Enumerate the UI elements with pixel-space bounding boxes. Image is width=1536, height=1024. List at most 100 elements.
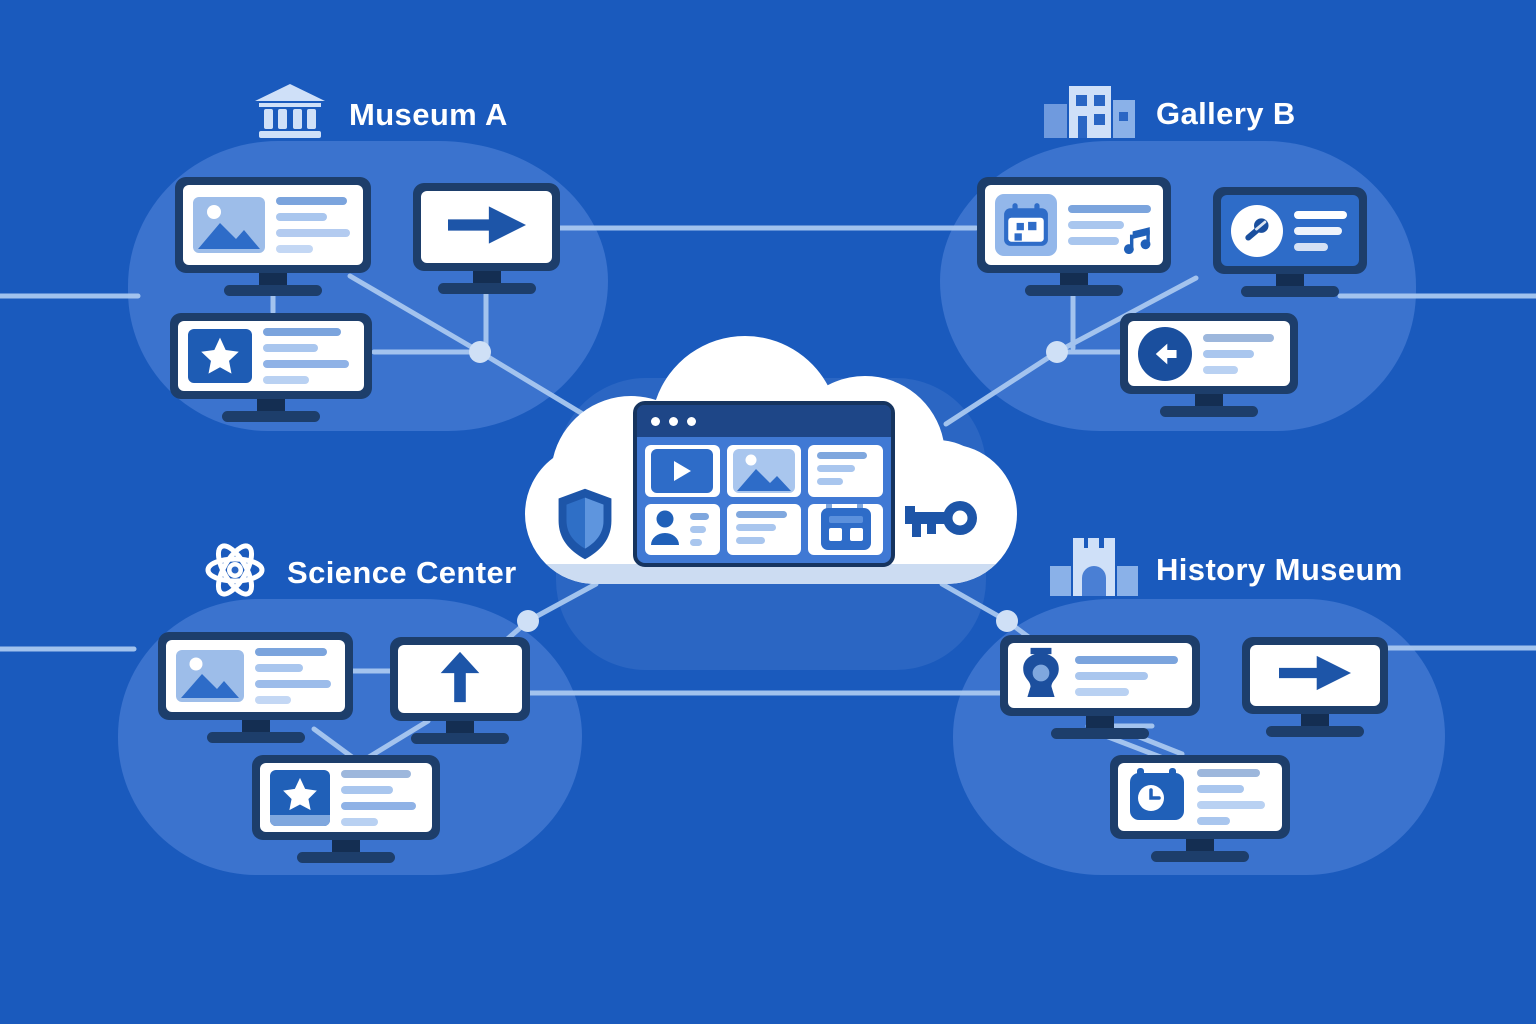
science-center-image-text-display: [158, 632, 353, 743]
text-lines: [813, 450, 878, 492]
monitor-screen: [1118, 763, 1282, 831]
monitor-stand: [446, 719, 474, 734]
monitor-screen: [166, 640, 345, 712]
monitor-screen: [1128, 321, 1290, 386]
monitor-stand: [1301, 712, 1329, 727]
monitor-stand: [1086, 714, 1114, 729]
site-label: Gallery B: [1156, 95, 1296, 131]
arrow-right-icon: [1268, 649, 1362, 702]
window-dot: [669, 416, 678, 426]
history-museum-calendar-clock-display: [1110, 755, 1290, 862]
monitor-stand: [472, 269, 501, 284]
museum-a-image-text-display: [175, 177, 371, 296]
person-icon: [650, 508, 680, 551]
monitor-stand: [1186, 837, 1214, 852]
text-lines: [263, 328, 354, 384]
monitor-screen: [1250, 645, 1380, 706]
monitor-stand: [257, 397, 285, 412]
browser-content-grid: [637, 437, 891, 563]
monitor-stand: [1195, 392, 1223, 407]
site-header-gallery-b: Gallery B: [1044, 84, 1296, 143]
monitor-stand: [241, 718, 270, 733]
monitor-screen: [183, 185, 363, 265]
window-dot: [687, 416, 696, 426]
music-note-icon: [1123, 226, 1153, 259]
junction-node: [1046, 341, 1068, 363]
text-lines: [1197, 769, 1272, 825]
arrow-left-circle-icon: [1138, 326, 1192, 381]
junction-node: [517, 610, 539, 632]
text-lines: [1203, 333, 1280, 374]
monitor-base: [1151, 851, 1249, 862]
security-shield-icon: [551, 487, 619, 566]
monitor-base: [437, 283, 536, 294]
junction-node: [996, 610, 1018, 632]
gallery-b-microphone-display: [1213, 187, 1367, 297]
monitor-stand: [1276, 272, 1304, 287]
site-header-museum-a: Museum A: [253, 84, 508, 145]
monitor-base: [411, 733, 509, 744]
site-header-science-center: Science Center: [203, 538, 517, 607]
tile-text-list: [726, 503, 802, 555]
text-lines: [276, 197, 353, 253]
cms-browser-window: [633, 401, 895, 567]
text-lines: [341, 769, 422, 826]
window-dot: [651, 416, 660, 426]
monitor-screen: [1008, 643, 1192, 708]
museum-a-star-text-display: [170, 313, 372, 422]
text-lines: [1294, 210, 1349, 251]
monitor-base: [1051, 728, 1149, 739]
monitor-stand: [1060, 271, 1088, 286]
history-museum-vase-text-display: [1000, 635, 1200, 739]
site-label: History Museum: [1156, 551, 1403, 587]
monitor-screen: [1221, 195, 1359, 266]
card-footer-strip: [270, 814, 330, 826]
site-label: Museum A: [349, 96, 508, 132]
monitor-base: [1241, 286, 1339, 297]
access-key-icon: [903, 494, 979, 549]
monitor-screen: [421, 191, 552, 263]
tile-text-article: [808, 445, 883, 497]
gallery-b-calendar-music-display: [977, 177, 1171, 296]
arrow-right-icon: [437, 199, 537, 256]
gallery-b-arrow-left-display: [1120, 313, 1298, 417]
text-lines: [1068, 205, 1153, 245]
site-header-history-museum: History Museum: [1050, 538, 1403, 601]
tile-video-player: [645, 445, 720, 497]
browser-titlebar: [637, 405, 891, 437]
monitor-base: [206, 732, 305, 743]
tile-calendar: [808, 503, 883, 555]
text-lines: [255, 648, 335, 704]
monitor-base: [1160, 406, 1258, 417]
video-icon: [651, 448, 714, 493]
monitor-base: [1025, 285, 1123, 296]
calendar-clock-icon: [1128, 767, 1186, 828]
museum-a-arrow-right-display: [413, 183, 560, 294]
tile-image-gallery: [726, 445, 802, 497]
gallery-building-icon: [1044, 84, 1138, 143]
star-icon: [270, 769, 330, 826]
star-icon: [188, 329, 252, 383]
calendar-icon: [995, 194, 1057, 256]
site-label: Science Center: [287, 554, 517, 590]
monitor-screen: [398, 645, 522, 713]
tile-user-profile: [645, 503, 720, 555]
monitor-screen: [260, 763, 432, 832]
junction-node: [469, 341, 491, 363]
monitor-screen: [178, 321, 364, 391]
arrow-up-icon: [432, 648, 488, 711]
image-icon: [732, 448, 795, 493]
atom-symbol-icon: [203, 538, 267, 607]
text-lines: [686, 511, 715, 548]
monitor-stand: [259, 271, 287, 286]
science-center-arrow-up-display: [390, 637, 530, 744]
text-lines: [732, 509, 797, 551]
classical-museum-building-icon: [253, 84, 327, 145]
monitor-screen: [985, 185, 1163, 265]
castle-gate-icon: [1050, 538, 1138, 601]
monitor-base: [297, 852, 395, 863]
text-lines: [1075, 655, 1182, 696]
vase-icon: [1018, 646, 1064, 705]
